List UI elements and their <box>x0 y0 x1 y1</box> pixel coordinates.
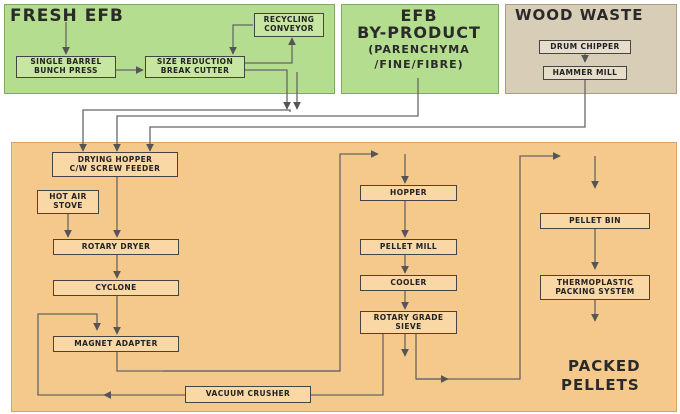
pellet-bin-box: PELLET BIN <box>540 213 650 229</box>
pellet-mill-box: PELLET MILL <box>360 239 457 255</box>
hammer-mill-box: HAMMER MILL <box>543 66 627 80</box>
drum-chipper-box: DRUM CHIPPER <box>539 40 631 54</box>
wood-waste-title: WOOD WASTE <box>515 6 644 24</box>
hopper-box: HOPPER <box>360 185 457 201</box>
efb-by-product-panel <box>341 4 499 94</box>
pellets-title: PELLETS <box>561 376 640 394</box>
by-product-title-2: BY-PRODUCT <box>357 23 481 42</box>
rotary-dryer-box: ROTARY DRYER <box>53 239 179 255</box>
vacuum-crusher-box: VACUUM CRUSHER <box>185 386 311 403</box>
magnet-adapter-box: MAGNET ADAPTER <box>53 336 179 352</box>
cooler-box: COOLER <box>360 275 457 291</box>
packed-title: PACKED <box>568 357 641 375</box>
cyclone-box: CYCLONE <box>53 280 179 296</box>
by-product-title-4: /FINE/FIBRE) <box>374 58 464 71</box>
by-product-title-3: (PARENCHYMA <box>368 43 470 56</box>
by-product-title-1: EFB <box>400 6 438 25</box>
fresh-efb-title: FRESH EFB <box>10 6 124 26</box>
